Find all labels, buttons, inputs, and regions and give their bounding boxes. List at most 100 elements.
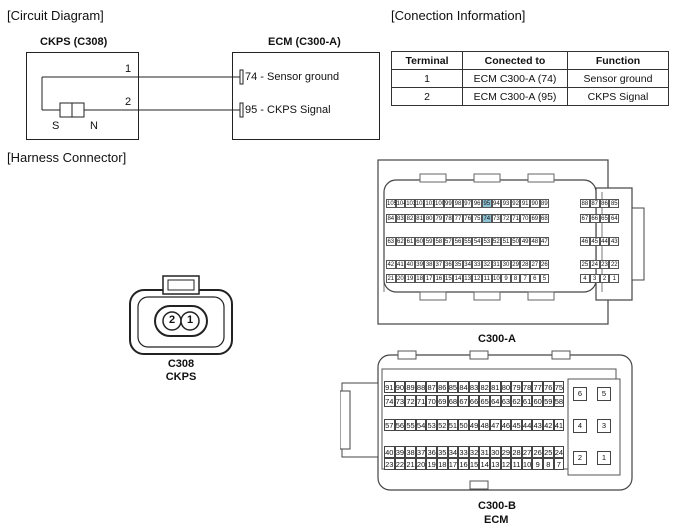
c300a-pin: 10 <box>491 274 502 283</box>
c300b-pin: 85 <box>447 381 459 393</box>
c300b-pin: 58 <box>553 395 565 407</box>
c300b-pin: 84 <box>458 381 469 393</box>
ckps-title: CKPS (C308) <box>40 36 108 48</box>
c300b-pin: 74 <box>384 395 395 407</box>
c300b-pin: 69 <box>437 395 448 407</box>
c300b-pin: 67 <box>458 395 469 407</box>
c300b-pin: 66 <box>468 395 480 407</box>
c300a-pin: 4 <box>580 274 590 283</box>
c300b-pin: 45 <box>511 419 522 431</box>
c300a-pin: 2 <box>599 274 610 283</box>
c300a-pin: 81 <box>414 214 425 223</box>
c300a-pin: 24 <box>589 260 600 269</box>
c300a-pin: 37 <box>434 260 444 269</box>
ckps-box <box>26 52 139 140</box>
table-cell: Sensor ground <box>567 69 669 88</box>
c300a-pin: 84 <box>386 214 396 223</box>
ecm-box <box>232 52 380 140</box>
c300b-pin: 65 <box>479 395 490 407</box>
c300a-pin: 102 <box>414 199 426 208</box>
c300b-pin: 42 <box>543 419 554 431</box>
c300a-label: C300-A <box>478 333 516 345</box>
c300a-pin: 80 <box>424 214 434 223</box>
c300a-pin: 75 <box>472 214 482 223</box>
c300a-pin: 76 <box>462 214 473 223</box>
c300a-pin: 70 <box>520 214 530 223</box>
c300a-pin: 74 <box>482 214 492 223</box>
c300b-pin: 32 <box>468 446 480 458</box>
c300a-pin: 105 <box>386 199 398 208</box>
c300a-pin: 90 <box>530 199 540 208</box>
c308-label: C308 <box>167 358 195 370</box>
c300b-pin: 39 <box>394 446 406 458</box>
c300b-pin: 24 <box>553 446 565 458</box>
c308-pin-1: 1 <box>186 314 194 326</box>
c300b-pin: 72 <box>405 395 416 407</box>
c300a-pin: 41 <box>395 260 406 269</box>
c300b-pin: 27 <box>521 446 533 458</box>
c300a-pin: 98 <box>453 199 463 208</box>
c300b-pin: 16 <box>458 458 469 470</box>
c300a-pin: 26 <box>539 260 550 269</box>
c300a-pin: 104 <box>395 199 407 208</box>
c300a-pin: 54 <box>472 237 482 246</box>
c300b-pin: 34 <box>447 446 459 458</box>
c300a-pin: 64 <box>609 214 620 223</box>
c300a-pin: 91 <box>520 199 530 208</box>
c300b-pin: 64 <box>490 395 501 407</box>
c300a-pin: 18 <box>414 274 425 283</box>
c300b-pin: 31 <box>479 446 490 458</box>
table-cell: 2 <box>391 87 463 106</box>
header-terminal: Terminal <box>391 51 463 70</box>
c300b-pin: 41 <box>553 419 565 431</box>
c300a-pin: 36 <box>443 260 454 269</box>
c300a-pin: 86 <box>599 199 610 208</box>
c300a-pin: 8 <box>510 274 521 283</box>
c300b-pin: 10 <box>521 458 533 470</box>
pin-95-label: 95 - CKPS Signal <box>245 104 331 116</box>
c300a-pin: 39 <box>414 260 425 269</box>
c300a-pin: 7 <box>520 274 530 283</box>
wire-2-number: 2 <box>125 96 132 108</box>
c300a-pin: 71 <box>510 214 521 223</box>
c300b-pin: 77 <box>532 381 543 393</box>
circuit-diagram-heading: [Circuit Diagram] <box>7 8 104 23</box>
c300a-pin: 65 <box>599 214 610 223</box>
sensor-s-label: S <box>52 120 60 132</box>
pin-74-label: 74 - Sensor ground <box>245 71 340 83</box>
table-row: 1 ECM C300-A (74) Sensor ground <box>391 69 669 88</box>
c300b-side-pin: 3 <box>597 419 611 433</box>
c300a-pin: 87 <box>589 199 600 208</box>
connection-table: Terminal Conected to Function 1 ECM C300… <box>391 51 669 106</box>
c300b-pin: 62 <box>511 395 522 407</box>
c300a-pin: 35 <box>453 260 463 269</box>
c300b-pin: 90 <box>394 381 406 393</box>
c300a-pin: 69 <box>530 214 540 223</box>
c300a-pin: 6 <box>530 274 540 283</box>
c300a-pin: 27 <box>530 260 540 269</box>
c300a-pin: 17 <box>424 274 434 283</box>
c300b-pin: 9 <box>532 458 543 470</box>
c300b-label: C300-B <box>478 500 516 512</box>
c300b-pin: 80 <box>500 381 512 393</box>
table-cell: ECM C300-A (74) <box>462 69 568 88</box>
sensor-n-label: N <box>90 120 98 132</box>
c300a-pin: 51 <box>501 237 511 246</box>
c300a-pin: 48 <box>530 237 540 246</box>
c300a-pin: 49 <box>520 237 530 246</box>
c300b-pin: 25 <box>543 446 554 458</box>
table-cell: ECM C300-A (95) <box>462 87 568 106</box>
c300b-pin: 68 <box>447 395 459 407</box>
c300a-pin: 100 <box>434 199 446 208</box>
c300b-pin: 73 <box>394 395 406 407</box>
c300b-pin: 53 <box>426 419 437 431</box>
c300a-pin: 72 <box>501 214 511 223</box>
ecm-title: ECM (C300-A) <box>268 36 341 48</box>
c300b-pin: 48 <box>479 419 490 431</box>
c300b-pin: 87 <box>426 381 437 393</box>
c300a-pin: 63 <box>386 237 396 246</box>
c300b-pin: 28 <box>511 446 522 458</box>
c300b-pin: 52 <box>437 419 448 431</box>
c300b-pin: 79 <box>511 381 522 393</box>
table-cell: 1 <box>391 69 463 88</box>
